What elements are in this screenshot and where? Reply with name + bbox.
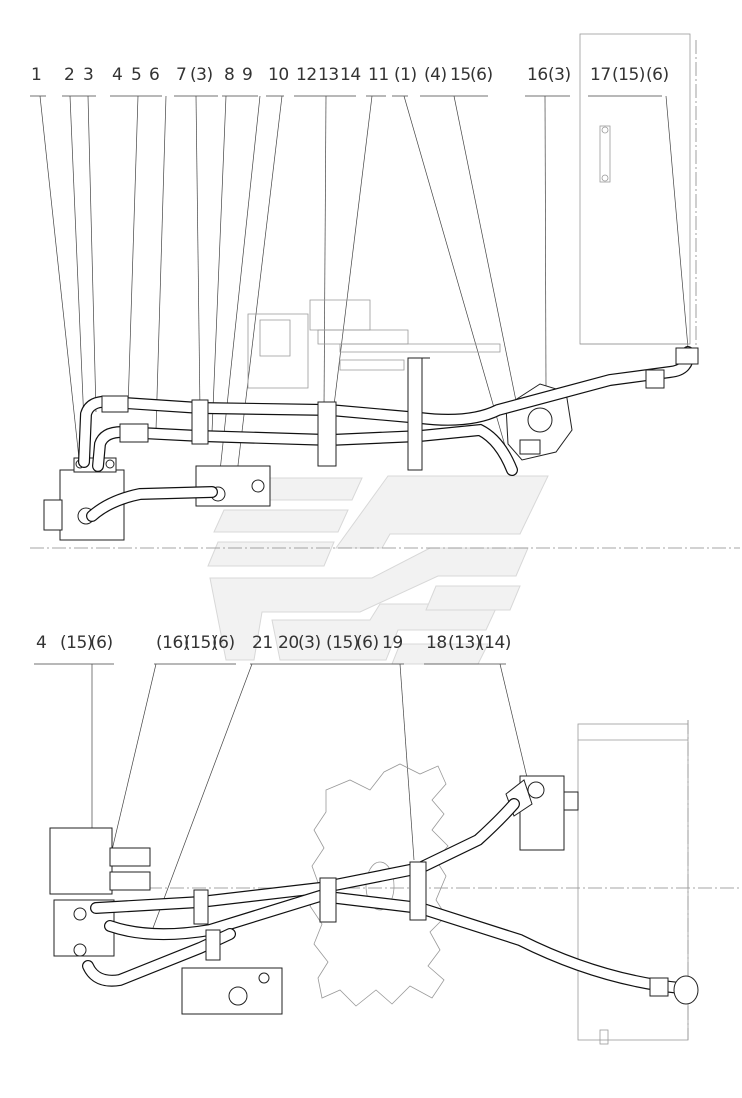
callout-15: 15 xyxy=(450,65,471,85)
callout-2: 2 xyxy=(64,65,74,85)
callout-ref-6: (6) xyxy=(470,65,493,85)
callout-b-ref-6b: (6) xyxy=(212,633,235,653)
callout-b-18: 18 xyxy=(426,633,447,653)
callout-10: 10 xyxy=(268,65,289,85)
callout-4: 4 xyxy=(112,65,122,85)
frame-cutaway-bottom xyxy=(309,763,449,1007)
callout-b-21: 21 xyxy=(252,633,273,653)
hoses-top xyxy=(78,346,699,522)
callout-b-ref-14: (14) xyxy=(478,633,511,653)
callout-11: 11 xyxy=(368,65,389,85)
callout-b-ref-13: (13) xyxy=(448,633,481,653)
callout-b-ref-6c: (6) xyxy=(356,633,379,653)
callout-ref-6b: (6) xyxy=(646,65,669,85)
callout-b-ref-16: (16) xyxy=(156,633,189,653)
top-callouts: 1 2 3 4 5 6 7 (3) 8 9 10 12 13 14 11 (1)… xyxy=(31,65,669,85)
aux-valve-top xyxy=(195,465,271,507)
callout-b-4: 4 xyxy=(36,633,46,653)
callout-6: 6 xyxy=(149,65,159,85)
tank-top xyxy=(579,33,691,345)
callout-12: 12 xyxy=(296,65,317,85)
callout-b-ref-6: (6) xyxy=(90,633,113,653)
callout-b-ref-3: (3) xyxy=(298,633,321,653)
callout-8: 8 xyxy=(224,65,234,85)
callout-3: 3 xyxy=(83,65,93,85)
callout-13: 13 xyxy=(318,65,339,85)
bottom-callouts: 4 (15) (6) (16) (15) (6) 21 20 (3) (15) … xyxy=(36,633,511,653)
callout-b-ref-15b: (15) xyxy=(184,633,217,653)
callout-1: 1 xyxy=(31,65,41,85)
callout-ref-15: (15) xyxy=(612,65,645,85)
aux-valve-bottom xyxy=(181,967,283,1015)
callout-ref-4: (4) xyxy=(424,65,447,85)
callout-7: 7 xyxy=(176,65,186,85)
callout-16: 16 xyxy=(527,65,548,85)
callout-b-20: 20 xyxy=(278,633,299,653)
callout-ref-1: (1) xyxy=(394,65,417,85)
callout-14: 14 xyxy=(340,65,361,85)
clamps-bottom xyxy=(193,861,427,961)
callout-b-ref-15: (15) xyxy=(60,633,93,653)
watermark-logo xyxy=(207,475,549,665)
bottom-leader-lines xyxy=(91,663,531,937)
frame-ghost-top xyxy=(247,299,501,389)
callout-ref-3b: (3) xyxy=(548,65,571,85)
clamps-top xyxy=(191,357,430,471)
callout-9: 9 xyxy=(242,65,252,85)
callout-b-ref-15c: (15) xyxy=(326,633,359,653)
control-valve-bottom xyxy=(49,827,151,957)
callout-17: 17 xyxy=(590,65,611,85)
pump-bottom xyxy=(505,775,579,851)
callout-5: 5 xyxy=(131,65,141,85)
hoses-bottom xyxy=(82,798,699,1005)
callout-b-19: 19 xyxy=(382,633,403,653)
callout-ref-3: (3) xyxy=(190,65,213,85)
tank-bottom xyxy=(577,723,689,1045)
